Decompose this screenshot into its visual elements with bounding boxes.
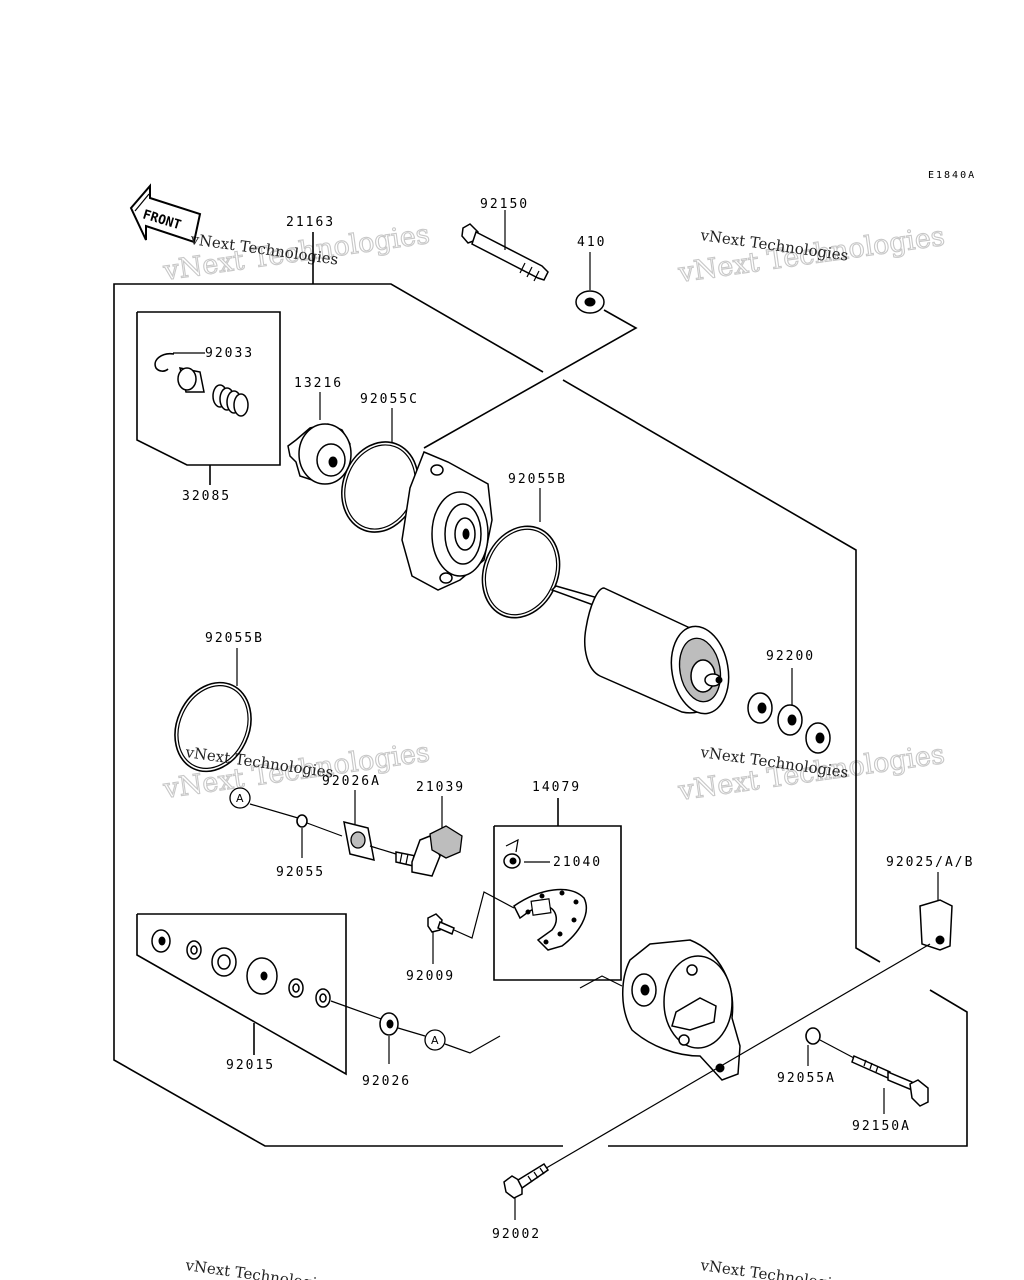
collar-part xyxy=(177,367,205,393)
label-13216: 13216 xyxy=(294,376,343,391)
bolt-92150 xyxy=(461,210,549,282)
shims-92200 xyxy=(747,668,831,754)
nut-plate-92026A xyxy=(343,790,397,862)
washer-410 xyxy=(423,252,638,449)
rear-cover-housing xyxy=(579,939,741,1081)
label-14079: 14079 xyxy=(532,780,581,795)
bolt-92002 xyxy=(503,1162,550,1220)
marker-a-text: A xyxy=(431,1034,439,1047)
label-21163: 21163 xyxy=(286,215,335,230)
label-92015: 92015 xyxy=(226,1058,275,1073)
brush-holder-plate xyxy=(453,888,587,951)
label-92026A: 92026A xyxy=(322,774,381,789)
label-92150: 92150 xyxy=(480,197,529,212)
label-92026: 92026 xyxy=(362,1074,411,1089)
o-ring-92055 xyxy=(296,814,343,858)
label-92055B-top: 92055B xyxy=(508,472,567,487)
marker-a-text: A xyxy=(236,792,244,805)
washer-set-92015 xyxy=(151,929,385,1021)
label-92002: 92002 xyxy=(492,1227,541,1242)
front-arrow-icon: FRONT xyxy=(129,183,202,244)
o-ring-92055B-left xyxy=(174,648,252,773)
label-92055: 92055 xyxy=(276,865,325,880)
watermark-bottom-left: vNext Technologies xyxy=(183,1256,334,1280)
bolt-92150A xyxy=(851,1054,929,1114)
label-92200: 92200 xyxy=(766,649,815,664)
diagram-code: E1840A xyxy=(928,170,976,181)
label-92009: 92009 xyxy=(406,969,455,984)
washer-92026 xyxy=(379,1012,426,1064)
label-92150A: 92150A xyxy=(852,1119,911,1134)
label-92055C: 92055C xyxy=(360,392,419,407)
front-cover-housing xyxy=(401,451,493,591)
sub-box-92015 xyxy=(136,913,347,1076)
spring-part xyxy=(212,384,249,417)
watermark-bottom-right: vNext Technologies xyxy=(698,1256,849,1280)
clip-21040 xyxy=(503,838,550,869)
marker-a-lower: A xyxy=(424,1029,501,1054)
sub-box-14079 xyxy=(493,798,622,981)
pinion-gear-13216 xyxy=(287,392,352,485)
o-ring-92055A xyxy=(805,1027,855,1066)
label-92055B-left: 92055B xyxy=(205,631,264,646)
marker-a-upper: A xyxy=(229,787,299,819)
label-92025: 92025/A/B xyxy=(886,855,974,870)
label-410: 410 xyxy=(577,235,606,250)
watermark-text: vNext Technologies xyxy=(183,1256,334,1280)
screw-92009 xyxy=(427,913,455,964)
plate-92025 xyxy=(535,872,953,1175)
watermark-top-right: vNext Technologies vNext Technologies xyxy=(675,220,947,289)
label-21039: 21039 xyxy=(416,780,465,795)
sub-box-32085 xyxy=(136,311,281,485)
label-32085: 32085 xyxy=(182,489,231,504)
label-92055A: 92055A xyxy=(777,1071,836,1086)
watermark-text: vNext Technologies xyxy=(698,1256,849,1280)
assembly-outline xyxy=(113,232,968,1147)
armature-yoke xyxy=(550,585,730,715)
label-92033: 92033 xyxy=(205,346,254,361)
brush-terminal-21039 xyxy=(395,796,463,877)
label-21040: 21040 xyxy=(553,855,602,870)
circlip-92033 xyxy=(154,352,205,372)
